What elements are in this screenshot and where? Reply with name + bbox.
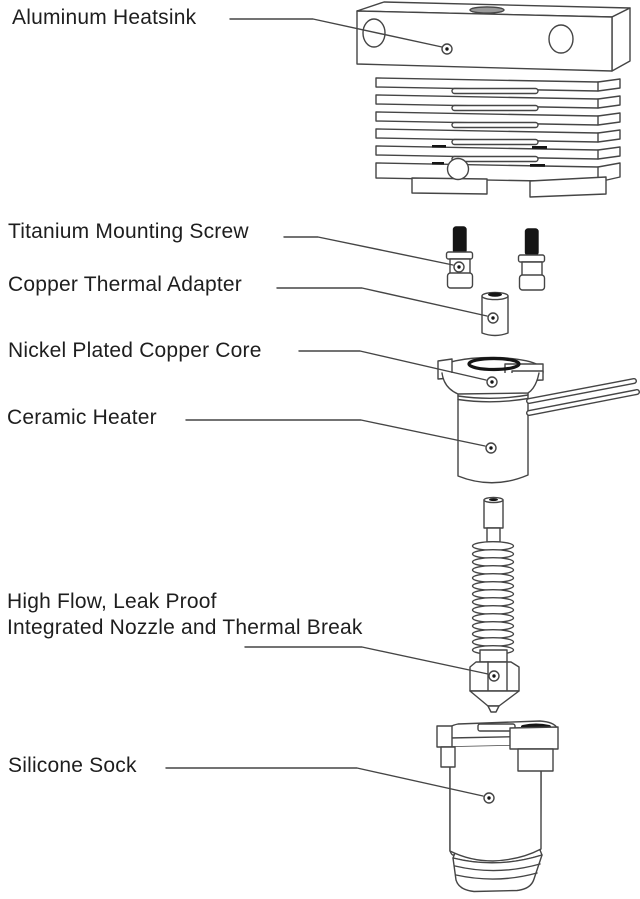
titanium-mounting-screws-drawing [445, 226, 546, 291]
label-nickel-plated-copper-core: Nickel Plated Copper Core [8, 339, 262, 362]
leader-copper-thermal-adapter [276, 287, 488, 317]
bullseye-target-icon [483, 792, 495, 804]
leader-integrated-nozzle [244, 646, 489, 675]
integrated-nozzle-drawing [469, 496, 520, 713]
leader-lines [165, 18, 489, 797]
bullseye-target-icon [453, 261, 465, 273]
filament-slot [469, 6, 505, 14]
leader-aluminum-heatsink [229, 18, 443, 48]
label-silicone-sock: Silicone Sock [8, 754, 137, 777]
leader-titanium-mounting-screw [283, 236, 454, 266]
label-ceramic-heater: Ceramic Heater [7, 406, 157, 429]
leader-ceramic-heater [185, 419, 486, 447]
bullseye-target-icon [488, 670, 500, 682]
leader-nickel-plated-copper-core [298, 350, 487, 381]
aluminum-heatsink-drawing [356, 1, 631, 198]
label-titanium-mounting-screw: Titanium Mounting Screw [8, 220, 249, 243]
leader-silicone-sock [165, 767, 484, 797]
bullseye-target-icon [441, 43, 453, 55]
label-integrated-nozzle: High Flow, Leak Proof Integrated Nozzle … [7, 590, 363, 639]
label-aluminum-heatsink: Aluminum Heatsink [12, 6, 197, 29]
fan-screw-hole [446, 157, 470, 181]
silicone-sock-drawing [436, 720, 559, 893]
bullseye-target-icon [485, 442, 497, 454]
label-copper-thermal-adapter: Copper Thermal Adapter [8, 273, 242, 296]
target-markers [441, 43, 500, 804]
bullseye-target-icon [487, 312, 499, 324]
bullseye-target-icon [486, 376, 498, 388]
